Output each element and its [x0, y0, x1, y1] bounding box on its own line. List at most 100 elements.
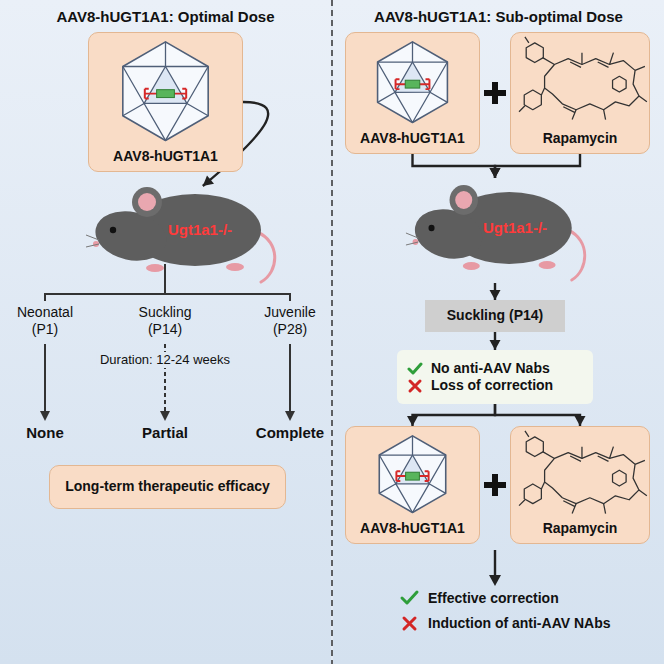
check-mark — [402, 592, 417, 603]
transgene-itr — [396, 79, 430, 89]
node-text: Suckling (P14) — [447, 307, 543, 325]
chemical-bond — [524, 484, 541, 504]
outcome-label: None — [26, 424, 64, 442]
chemical-bond — [613, 470, 627, 486]
chemical-bond — [519, 431, 647, 514]
outcome-arrow — [494, 550, 496, 577]
chemical-bond — [519, 37, 647, 120]
mouse-tail — [568, 230, 585, 280]
panel-divider — [331, 0, 333, 664]
check-mark — [407, 361, 423, 377]
flow-arrow — [490, 332, 501, 350]
arrow-head — [490, 168, 501, 178]
mouse-figure: Ugt1a1-/- — [85, 180, 275, 285]
connector-line — [413, 154, 496, 178]
cross-mark — [410, 381, 420, 391]
chemical-bond — [545, 453, 639, 504]
connector-line — [495, 404, 580, 426]
mouse-head — [410, 203, 486, 265]
transgene-itr — [145, 89, 186, 99]
panel-heading: AAV8-hUGT1A1: Sub-optimal Dose — [333, 8, 664, 26]
capsid-face — [396, 455, 429, 484]
arrow-head — [203, 175, 214, 186]
mouse-foot — [146, 264, 164, 272]
arrow-head — [285, 411, 295, 421]
transgene-cassette — [406, 472, 420, 480]
mouse-tail — [257, 232, 275, 282]
flow-arrow — [490, 154, 581, 178]
transgene-cassette — [405, 80, 420, 88]
cross-mark — [407, 378, 423, 394]
outcome-box: Long-term therapeutic efficacy — [49, 465, 286, 509]
flow-arrow — [495, 404, 586, 426]
timeline-arrow — [289, 344, 291, 412]
stage-label: Neonatal (P1) — [17, 304, 73, 338]
outcome-label: Partial — [142, 424, 188, 442]
chemical-bond — [524, 90, 541, 110]
plus-sign — [484, 474, 506, 496]
result-label: Induction of anti-AAV NAbs — [428, 615, 611, 632]
capsid-edge — [123, 42, 208, 141]
flow-arrow — [490, 283, 501, 300]
panel-background — [0, 0, 331, 664]
check-mark — [409, 364, 421, 373]
arrow-head — [490, 290, 501, 300]
chemical-bond — [526, 437, 543, 457]
vector-box: AAV8-hUGT1A1 — [345, 426, 480, 544]
result-label: Effective correction — [428, 590, 559, 607]
node-text: AAV8-hUGT1A1 — [113, 148, 218, 166]
node-text: Long-term therapeutic efficacy — [65, 478, 270, 496]
capsid-edge — [379, 436, 445, 513]
drug-box: Rapamycin — [510, 426, 650, 544]
panel-heading: AAV8-hUGT1A1: Optimal Dose — [0, 8, 331, 26]
plus-sign — [484, 82, 506, 104]
flow-arrow — [413, 154, 501, 178]
capsid-face — [395, 62, 430, 92]
age-box: Suckling (P14) — [425, 300, 565, 332]
node-text: Ugt1a1-/- — [168, 221, 232, 240]
node-text: AAV8-hUGT1A1 — [360, 130, 465, 148]
node-text: Rapamycin — [543, 520, 618, 538]
node-text: Loss of correction — [431, 377, 581, 395]
branch-line — [45, 264, 290, 301]
mouse-ear-inner — [138, 193, 156, 211]
outcome-label: Complete — [256, 424, 324, 442]
duration-label: Duration: 12-24 weeks — [97, 352, 233, 368]
chemical-bond — [545, 59, 639, 110]
node-text: No anti-AAV Nabs — [431, 360, 581, 378]
capsid-face — [144, 67, 187, 104]
mouse-foot — [463, 262, 480, 270]
transgene-cassette — [157, 90, 175, 98]
node-text: Rapamycin — [543, 130, 618, 148]
mouse-ear-inner — [455, 191, 472, 209]
arrow-head — [160, 411, 170, 421]
arrow-head — [40, 411, 50, 421]
arrow-head — [407, 416, 418, 426]
transgene-itr — [396, 471, 428, 481]
arrow-head — [490, 340, 501, 350]
arrow-head — [490, 168, 501, 178]
mouse-head — [91, 205, 171, 267]
mouse-eye — [428, 225, 434, 231]
chemical-bond — [526, 43, 543, 63]
arrow-head — [575, 416, 586, 426]
capsid-outline — [379, 436, 445, 513]
capsid-edge — [378, 42, 448, 123]
vector-box: AAV8-hUGT1A1 — [88, 32, 243, 172]
connector-line — [413, 404, 496, 426]
cross-mark — [404, 618, 415, 629]
mouse-ear — [450, 185, 478, 215]
mouse-figure: Ugt1a1-/- — [405, 178, 585, 283]
mouse-whisker — [406, 233, 418, 245]
capsid-outline — [123, 42, 208, 141]
result-box: No anti-AAV NabsLoss of correction — [397, 350, 593, 404]
mouse-eye — [110, 227, 116, 233]
mouse-foot — [226, 263, 244, 271]
arrow-head — [489, 575, 501, 586]
panel-background — [333, 0, 664, 664]
node-text: AAV8-hUGT1A1 — [360, 520, 465, 538]
stage-label: Juvenile (P28) — [264, 304, 315, 338]
chemical-bond — [613, 76, 627, 92]
flow-arrow — [407, 404, 495, 426]
